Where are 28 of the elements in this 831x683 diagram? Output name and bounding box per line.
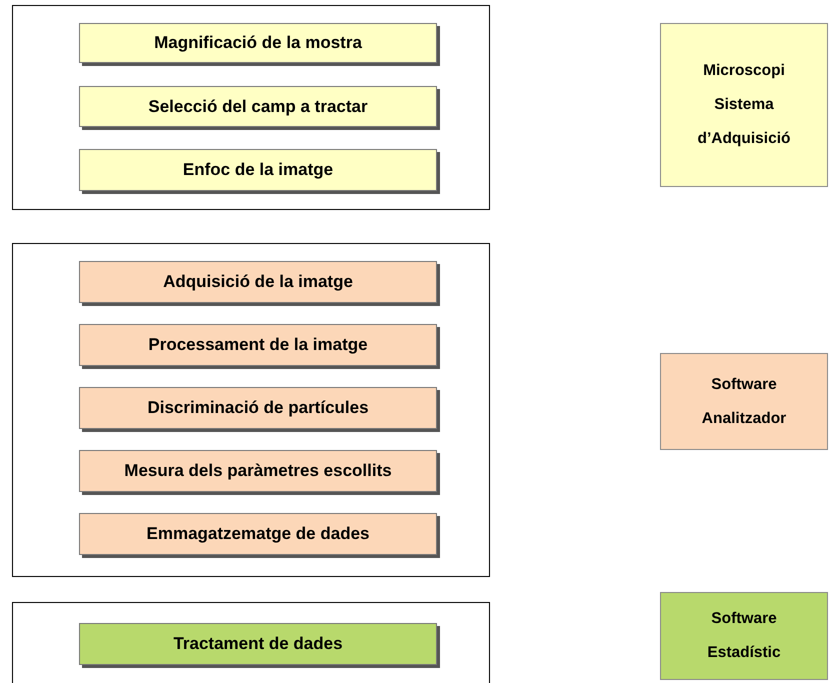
step-label: Emmagatzematge de dades [146, 524, 370, 544]
group-frame [12, 5, 490, 210]
step-box [79, 513, 437, 555]
step-label: Enfoc de la imatge [182, 160, 334, 180]
step-box [79, 86, 437, 127]
step-box [79, 149, 437, 191]
step-label: Discriminació de partícules [147, 398, 369, 418]
tool-box [660, 353, 828, 450]
tool-label: Microscopi [703, 61, 785, 81]
tool-label: Software Analitzador [700, 374, 788, 428]
step-label: Magnificació de la mostra [154, 33, 362, 53]
group-frame [12, 602, 490, 683]
tool-label: Software Estadístic [706, 609, 782, 663]
step-label: Processament de la imatge [148, 335, 368, 355]
step-box [79, 23, 437, 63]
step-label: Tractament de dades [173, 634, 343, 654]
step-box [79, 450, 437, 492]
step-box [79, 623, 437, 665]
tool-box [660, 592, 828, 680]
step-box [79, 387, 437, 429]
step-box [79, 324, 437, 366]
step-label: Mesura dels paràmetres escollits [124, 461, 392, 481]
step-label: Adquisició de la imatge [163, 272, 353, 292]
tool-label: Sistema d’Adquisició [696, 95, 792, 149]
tool-box [660, 23, 828, 187]
step-box [79, 261, 437, 303]
group-frame [12, 243, 490, 577]
step-label: Selecció del camp a tractar [148, 96, 368, 116]
